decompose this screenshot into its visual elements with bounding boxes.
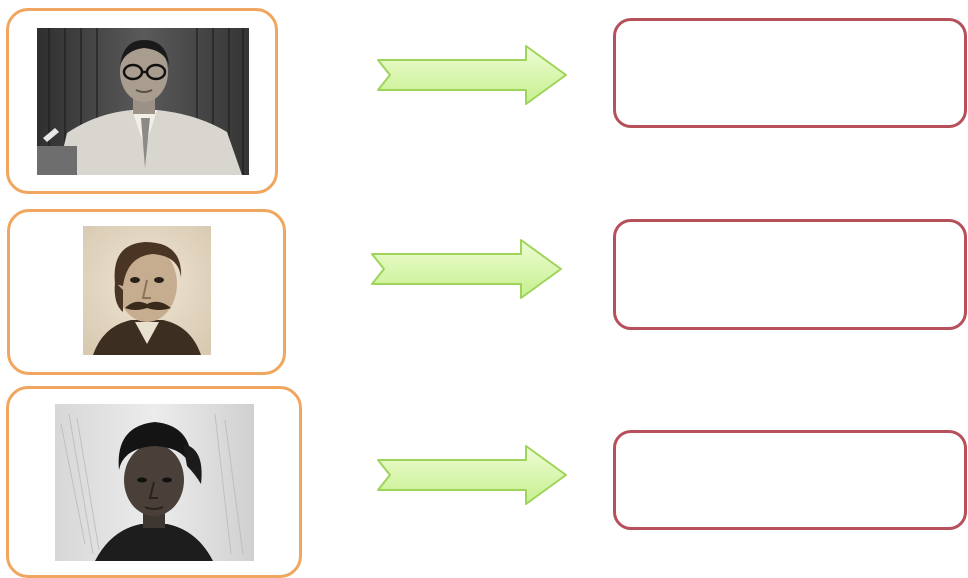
answer-box-2[interactable]: [613, 219, 967, 330]
portrait-man-moustache-image: [83, 226, 211, 355]
arrow-3: [376, 444, 568, 506]
portrait-2: [83, 226, 211, 355]
portrait-3: [55, 404, 254, 561]
answer-box-1[interactable]: [613, 18, 967, 128]
arrow-2: [370, 238, 563, 300]
portrait-man-headwrap-image: [55, 404, 254, 561]
portrait-1: [37, 28, 249, 175]
right-arrow-icon: [377, 45, 567, 105]
arrow-1: [376, 44, 568, 106]
right-arrow-icon: [371, 239, 562, 299]
portrait-man-glasses-image: [37, 28, 249, 175]
answer-box-3[interactable]: [613, 430, 967, 530]
right-arrow-icon: [377, 445, 567, 505]
